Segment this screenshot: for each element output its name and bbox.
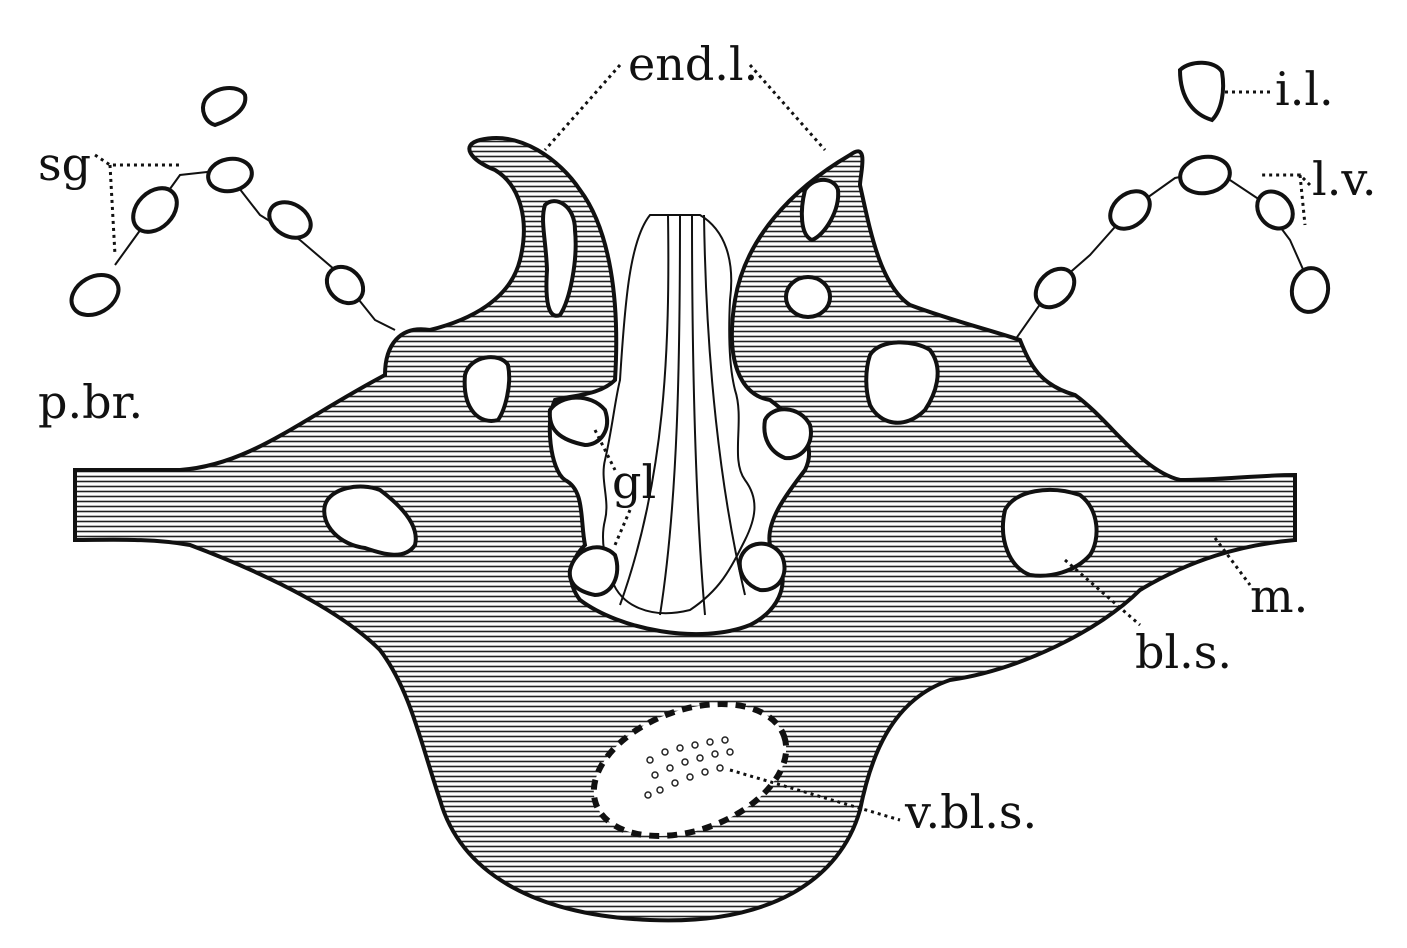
inner-lamella-left xyxy=(201,86,248,128)
blood-space-right-2 xyxy=(784,275,832,319)
ventral-blood-space xyxy=(590,701,790,839)
blood-space-left-3 xyxy=(322,484,418,557)
leader-v-bl-s xyxy=(729,768,901,822)
blood-space-right-4 xyxy=(1000,488,1099,578)
label-gl: gl xyxy=(612,455,656,509)
leader-gl xyxy=(593,429,632,546)
label-end-l: end.l. xyxy=(628,37,758,91)
label-bl-s: bl.s. xyxy=(1135,625,1232,679)
right-gill-lamellae xyxy=(1014,154,1331,341)
main-body-tissue xyxy=(73,136,1297,923)
label-i-l: i.l. xyxy=(1275,62,1334,116)
leader-l-v xyxy=(1260,173,1312,226)
gland-right-upper xyxy=(762,407,813,461)
blood-space-left-2 xyxy=(462,355,512,423)
label-sg: sg xyxy=(38,137,91,191)
gland-right-lower xyxy=(737,541,787,593)
leader-end-l xyxy=(543,64,827,151)
inner-lamella-right xyxy=(1177,60,1226,123)
blood-space-right-1 xyxy=(799,177,841,243)
label-l-v: l.v. xyxy=(1312,152,1377,206)
leader-m xyxy=(1213,537,1252,586)
leader-sg xyxy=(94,153,180,256)
left-gill-lamellae xyxy=(69,156,396,331)
leader-bl-s xyxy=(1064,558,1141,627)
blood-space-left-1 xyxy=(541,199,578,318)
central-cavity xyxy=(602,214,756,615)
blood-space-right-3 xyxy=(864,340,940,425)
label-v-bl-s: v.bl.s. xyxy=(904,785,1037,839)
gland-left-upper xyxy=(547,395,609,448)
label-m: m. xyxy=(1250,569,1308,623)
ventral-blood-corpuscles xyxy=(644,736,734,799)
gland-left-lower xyxy=(567,545,620,598)
fibre-bundle-lines xyxy=(619,214,746,616)
label-p-br: p.br. xyxy=(38,375,143,429)
